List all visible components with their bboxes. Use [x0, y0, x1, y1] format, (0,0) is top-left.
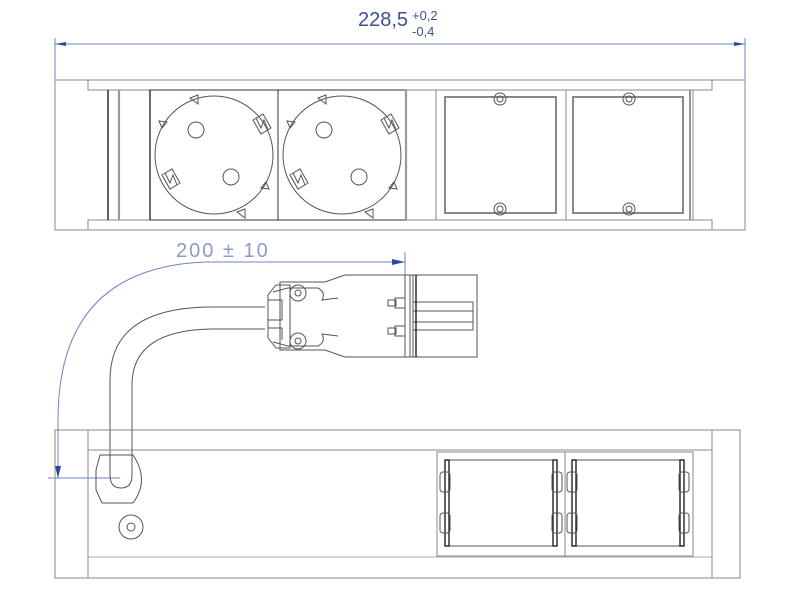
overall-length-value: 228,5	[358, 9, 408, 31]
overall-length-tol-lower: -0,4	[412, 24, 434, 39]
cable-length-dimension	[48, 252, 406, 479]
module-frame-2	[564, 451, 694, 557]
plug-connector	[267, 274, 478, 358]
schuko-socket-2	[277, 89, 407, 221]
top-view	[54, 79, 746, 231]
module-frame-1	[436, 451, 566, 557]
cable	[109, 306, 265, 489]
blank-cover-plate-1	[435, 89, 567, 221]
overall-length-dimension	[54, 38, 746, 80]
schuko-socket-1	[149, 89, 279, 221]
cable-gland	[95, 454, 144, 540]
blank-cover-plate-2	[565, 89, 691, 221]
cable-length-value: 200 ± 10	[176, 240, 270, 262]
side-view	[54, 429, 741, 579]
overall-length-tol-upper: +0,2	[412, 8, 438, 23]
